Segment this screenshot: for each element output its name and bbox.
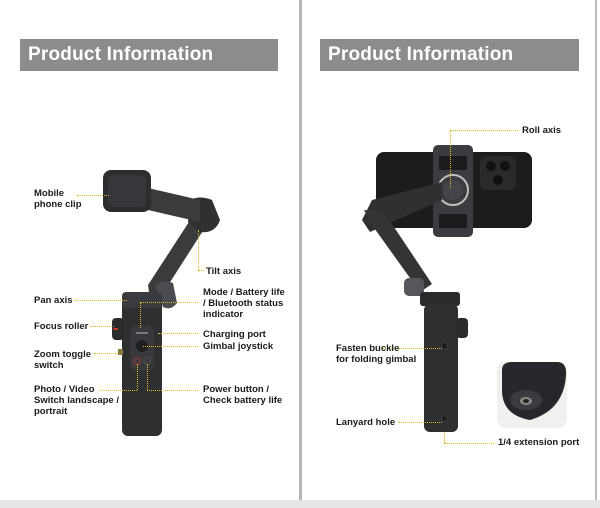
callout-fasten-buckle: Fasten buckle for folding gimbal — [336, 343, 417, 365]
leader-tilt-axis-v — [198, 230, 199, 270]
leader-photo-video-v — [137, 364, 138, 390]
leader-zoom-toggle — [94, 353, 118, 354]
callout-tilt-axis: Tilt axis — [206, 266, 242, 277]
leader-lanyard-hole — [398, 422, 442, 423]
callout-roll-axis: Roll axis — [522, 125, 562, 136]
page-title: Product Information — [320, 39, 579, 71]
page-divider — [299, 0, 302, 508]
callout-lanyard-hole: Lanyard hole — [336, 417, 396, 428]
leader-mode-indicator-v — [140, 302, 141, 328]
left-panel: Product Information — [0, 0, 299, 500]
leader-focus-roller — [90, 326, 114, 327]
leader-extension-port-h — [444, 443, 494, 444]
leader-gimbal-joystick — [143, 346, 198, 347]
bottom-strip — [0, 500, 600, 508]
page-edge — [595, 0, 597, 508]
leader-charging-port — [158, 333, 198, 334]
callout-extension-port: 1/4 extension port — [498, 437, 580, 448]
leader-fasten-buckle — [382, 348, 442, 349]
callout-photo-video-switch: Photo / Video Switch landscape / portrai… — [34, 384, 119, 417]
leader-power-v — [147, 364, 148, 390]
leader-pan-axis — [75, 300, 127, 301]
leader-tilt-axis-h — [198, 270, 204, 271]
leader-extension-port-v — [444, 432, 445, 443]
callout-gimbal-joystick: Gimbal joystick — [203, 341, 274, 352]
callout-power-button: Power button / Check battery life — [203, 384, 283, 406]
gimbal-front-illustration — [362, 145, 567, 432]
leader-mode-indicator-h — [140, 302, 198, 303]
callout-mobile-phone-clip: Mobile phone clip — [34, 188, 82, 210]
gimbal-side-illustration — [103, 170, 220, 436]
callout-zoom-toggle-switch: Zoom toggle switch — [34, 349, 91, 371]
right-panel: Product Information — [302, 0, 595, 500]
leader-power-h — [147, 390, 198, 391]
callout-focus-roller: Focus roller — [34, 321, 89, 332]
callout-pan-axis: Pan axis — [34, 295, 73, 306]
leader-roll-axis-v — [450, 130, 451, 188]
leader-mobile-phone-clip — [77, 195, 109, 196]
callout-charging-port: Charging port — [203, 329, 266, 340]
leader-photo-video-h — [100, 390, 137, 391]
callout-mode-indicator: Mode / Battery life / Bluetooth status i… — [203, 287, 285, 320]
page-title: Product Information — [20, 39, 278, 71]
leader-roll-axis-h — [450, 130, 518, 131]
